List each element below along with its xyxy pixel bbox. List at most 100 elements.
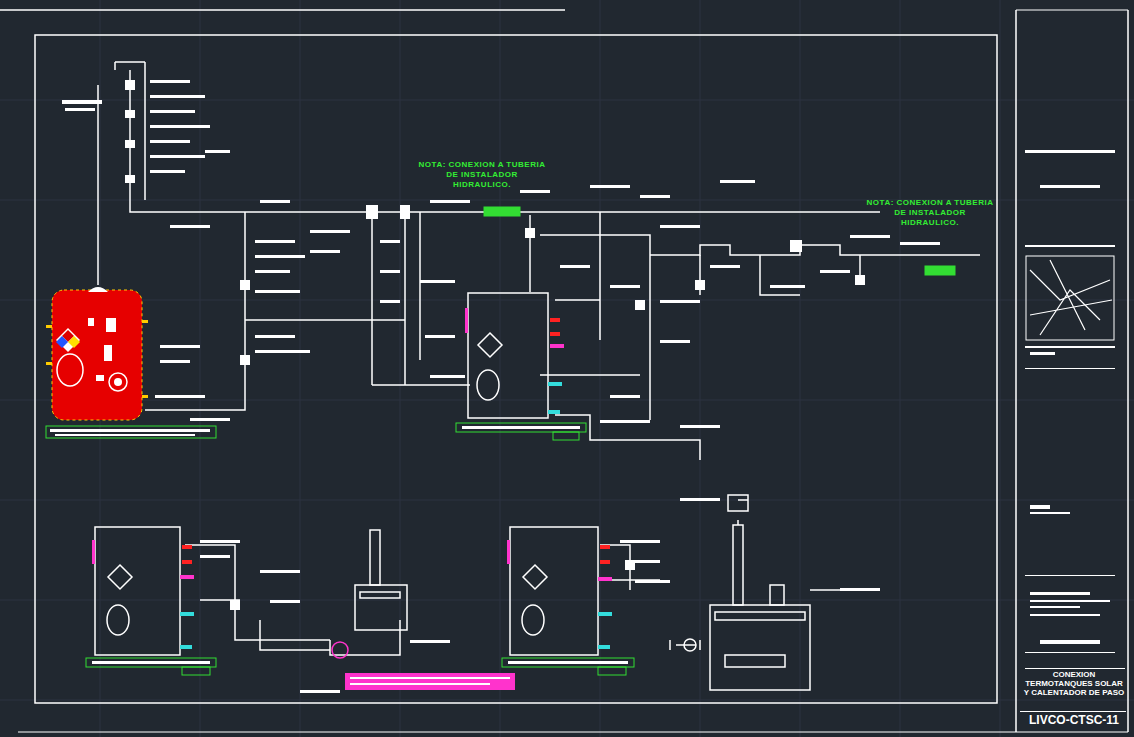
title-block-graphics-part <box>1040 185 1100 188</box>
title-block-graphics-part <box>1025 668 1125 669</box>
title-block-graphics-part <box>1030 592 1090 595</box>
annotation-blobs-part <box>255 240 295 243</box>
red-water-heater-part <box>57 354 83 386</box>
pipework-part <box>145 212 245 410</box>
annotation-blobs-part <box>190 418 230 421</box>
solar-tank-bottom-left-part <box>92 661 210 664</box>
annotation-blobs-part <box>150 80 190 83</box>
annotation-blobs-part <box>720 180 755 183</box>
annotation-blobs-part <box>255 255 305 258</box>
annotation-blobs-part <box>150 140 190 143</box>
title-block-graphics-part <box>1025 346 1115 348</box>
red-water-heater-part <box>56 328 80 352</box>
gas-heater-part <box>715 612 805 620</box>
solar-tank-bottom-left-part <box>92 540 95 564</box>
annotation-blobs-part <box>660 340 690 343</box>
pipe-fittings-part <box>125 175 135 183</box>
solar-tank-bottom-right-part <box>502 658 634 667</box>
annotation-blobs-part <box>900 242 940 245</box>
pipe-fittings-part <box>125 110 135 118</box>
title-block-graphics-part <box>1025 575 1115 576</box>
sheet-frame-part <box>1127 10 1129 732</box>
grid-part <box>0 600 1134 601</box>
pipe-fittings-part <box>635 300 645 310</box>
sheet-frame-part <box>18 732 1128 733</box>
annotation-blobs-part <box>770 285 805 288</box>
grid-part <box>300 0 301 737</box>
pipe-fittings-part <box>400 205 410 219</box>
gas-heater-part <box>840 588 880 591</box>
annotation-blobs-part <box>155 395 205 398</box>
instantaneous-heater-small-part <box>355 585 407 630</box>
annotation-blobs-part <box>150 95 205 98</box>
pipework-part <box>130 70 880 212</box>
solar-tank-bottom-left-part <box>180 612 194 616</box>
solar-tank-part <box>550 332 560 336</box>
title-block-graphics-part <box>1030 512 1070 514</box>
title-block-graphics-part <box>1020 711 1126 712</box>
annotation-blobs-part <box>62 100 102 104</box>
red-water-heater-part <box>68 336 80 348</box>
pipe-fittings-part <box>240 355 250 365</box>
title-block-graphics <box>1020 150 1126 712</box>
red-water-heater-part <box>88 287 108 292</box>
annotation-blobs-part <box>430 200 470 203</box>
annotation-blobs-part <box>150 170 185 173</box>
annotation-blobs-part <box>150 125 210 128</box>
pipework-part <box>650 245 980 255</box>
title-block-graphics-part <box>1025 652 1115 653</box>
instantaneous-heater-small-part <box>350 677 510 679</box>
green-connection-markers <box>484 207 955 275</box>
solar-tank-part <box>456 423 586 432</box>
red-water-heater-part <box>46 362 52 365</box>
solar-tank-part <box>550 344 564 348</box>
red-water-heater-part <box>88 318 94 326</box>
red-water-heater-part <box>109 373 127 391</box>
instantaneous-heater-small <box>332 530 515 690</box>
annotation-blobs-part <box>255 290 300 293</box>
red-water-heater-part <box>46 325 52 328</box>
annotation-blobs-part <box>260 200 290 203</box>
pipework-part <box>555 415 700 460</box>
annotation-blobs-part <box>600 420 650 423</box>
pipe-fittings-part <box>125 80 135 90</box>
title-cell: CONEXION TERMOTANQUES SOLAR Y CALENTADOR… <box>1021 670 1127 701</box>
red-water-heater-part <box>56 336 68 348</box>
drawing-number-cell: LIVCO-CTSC-11 <box>1021 713 1127 731</box>
pipe-fittings-part <box>525 228 535 238</box>
annotation-blobs-part <box>820 270 850 273</box>
solar-tank-bottom-right-part <box>523 565 547 589</box>
pipework <box>98 62 980 655</box>
annotation-blobs-part <box>410 640 450 643</box>
solar-tank-bottom-right-part <box>600 560 610 564</box>
grid-part <box>800 0 801 737</box>
grid-part <box>1000 0 1001 737</box>
solar-tank-bottom-right-part <box>508 661 628 664</box>
pipework-part <box>540 235 650 420</box>
annotation-blobs-part <box>660 300 700 303</box>
grid-part <box>600 0 601 737</box>
gas-heater-part <box>725 655 785 667</box>
annotation-blobs-part <box>680 425 720 428</box>
gas-heater-part <box>810 589 840 591</box>
grid-part <box>700 0 701 737</box>
pipe-fittings-part <box>125 140 135 148</box>
instantaneous-heater-small-part <box>350 683 490 685</box>
solar-tank-bottom-right-part <box>522 605 544 635</box>
annotation-blobs-part <box>610 285 640 288</box>
pipework-part <box>529 215 531 292</box>
annotation-blobs-part <box>850 235 890 238</box>
annotation-blobs-part <box>630 560 660 563</box>
pipework-part <box>700 255 860 295</box>
red-water-heater <box>46 287 216 438</box>
title-block-graphics-part <box>1030 505 1050 509</box>
gas-heater-part <box>733 525 743 605</box>
red-water-heater-part <box>55 434 195 436</box>
pipework-part <box>245 319 405 321</box>
grid-part <box>200 0 201 737</box>
note-text: NOTA: CONEXION A TUBERIA DE INSTALADOR H… <box>866 198 994 228</box>
instantaneous-heater-small-part <box>360 592 400 598</box>
